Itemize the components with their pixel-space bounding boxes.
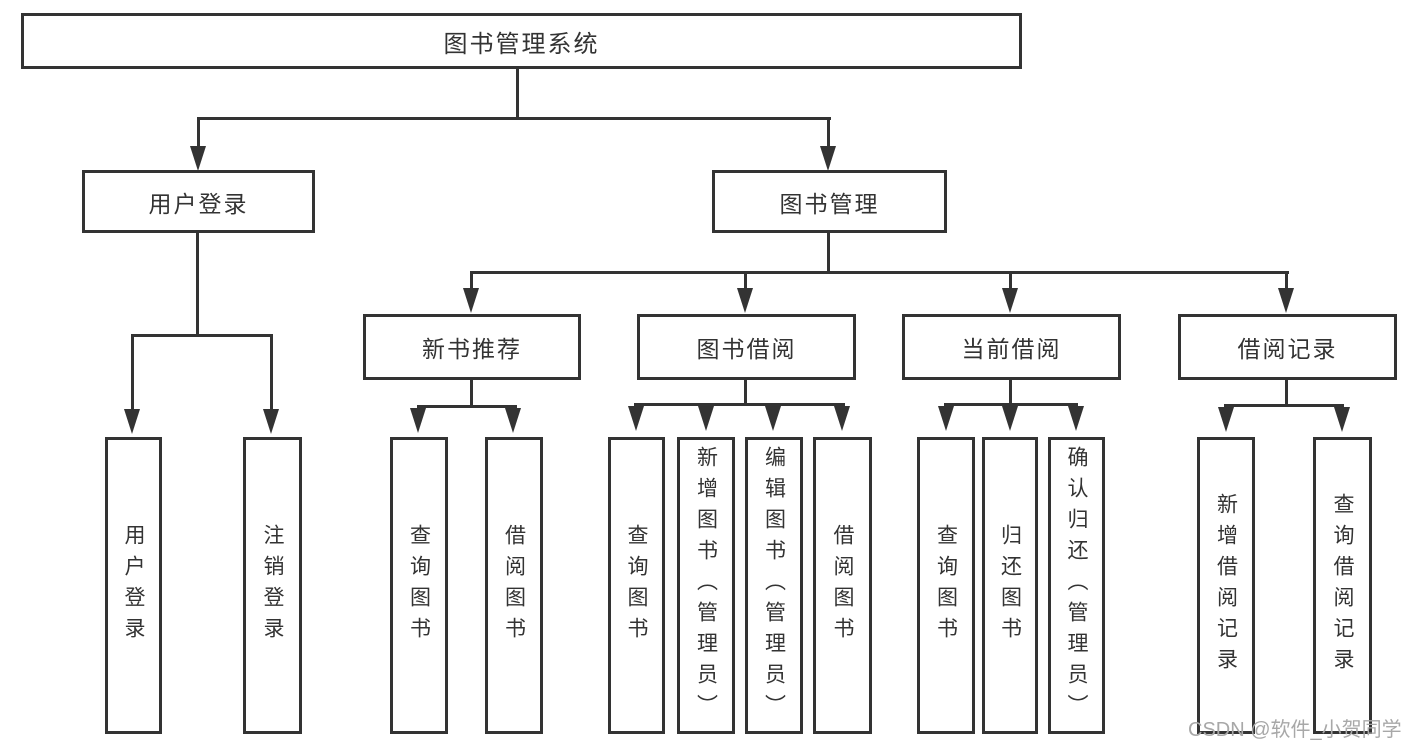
arrow-to-cur-confirm	[1068, 406, 1084, 431]
connector-recommend-stem	[470, 380, 473, 408]
arrow-to-bor-query	[628, 406, 644, 431]
leaf-borrow-add-admin-label: 新增图书（管理员）	[694, 446, 718, 725]
connector-drop-mgmt	[827, 119, 830, 148]
connector-user-drop-2	[270, 336, 273, 410]
arrow-to-bor-add	[698, 406, 714, 431]
connector-root-hbar	[197, 117, 831, 120]
node-recommend-label: 新书推荐	[422, 336, 522, 362]
arrow-to-records	[1278, 288, 1294, 313]
connector-records-stem	[1285, 380, 1288, 407]
connector-drop-user	[197, 119, 200, 148]
arrow-to-leaf-logout	[263, 409, 279, 434]
node-recommend: 新书推荐	[363, 314, 581, 380]
arrow-to-cur-query	[938, 406, 954, 431]
arrow-to-log-add	[1218, 407, 1234, 432]
arrow-to-cur-return	[1002, 406, 1018, 431]
connector-current-hbar	[944, 403, 1078, 406]
connector-recommend-hbar	[417, 405, 517, 408]
leaf-records-query-label: 查询借阅记录	[1331, 492, 1354, 679]
connector-records-hbar	[1224, 404, 1344, 407]
arrow-to-borrow	[737, 288, 753, 313]
node-records-label: 借阅记录	[1237, 336, 1338, 362]
leaf-records-query: 查询借阅记录	[1313, 437, 1372, 734]
connector-mgmt-drop-3	[1009, 273, 1012, 290]
leaf-borrow-borrow: 借阅图书	[813, 437, 872, 734]
connector-mgmt-drop-1	[470, 273, 473, 290]
leaf-recommend-query-label: 查询图书	[407, 523, 431, 648]
leaf-user-logout: 注销登录	[243, 437, 302, 734]
leaf-current-query: 查询图书	[917, 437, 975, 734]
arrow-to-rec-borrow	[505, 408, 521, 433]
csdn-watermark: CSDN @软件_小贺同学	[1188, 719, 1402, 741]
node-user-login-label: 用户登录	[148, 190, 249, 217]
leaf-current-return-label: 归还图书	[998, 523, 1022, 648]
leaf-borrow-edit-admin: 编辑图书（管理员）	[745, 437, 803, 734]
leaf-borrow-borrow-label: 借阅图书	[831, 523, 854, 648]
connector-current-stem	[1009, 380, 1012, 406]
arrow-to-bor-borrow	[834, 406, 850, 431]
connector-mgmt-drop-4	[1285, 273, 1288, 290]
arrow-to-log-query	[1334, 407, 1350, 432]
arrow-to-rec-query	[410, 408, 426, 433]
leaf-recommend-borrow-label: 借阅图书	[502, 523, 526, 648]
leaf-borrow-add-admin: 新增图书（管理员）	[677, 437, 735, 734]
arrow-to-user-login	[190, 146, 206, 171]
connector-mgmt-stem	[827, 233, 830, 274]
connector-user-drop-1	[131, 336, 134, 410]
connector-mgmt-hbar	[470, 271, 1289, 274]
connector-mgmt-drop-2	[744, 273, 747, 290]
connector-root-stem	[516, 69, 519, 119]
leaf-current-return: 归还图书	[982, 437, 1038, 734]
arrow-to-current	[1002, 288, 1018, 313]
node-root-label: 图书管理系统	[443, 30, 600, 58]
leaf-records-add-label: 新增借阅记录	[1214, 492, 1238, 679]
node-user-login: 用户登录	[82, 170, 315, 233]
node-borrow-label: 图书借阅	[696, 336, 797, 362]
node-current-label: 当前借阅	[961, 336, 1062, 362]
node-current: 当前借阅	[902, 314, 1121, 380]
connector-borrow-stem	[744, 380, 747, 406]
leaf-borrow-query: 查询图书	[608, 437, 665, 734]
arrow-to-leaf-login	[124, 409, 140, 434]
leaf-user-logout-label: 注销登录	[261, 523, 284, 648]
leaf-current-confirm-admin: 确认归还（管理员）	[1048, 437, 1105, 734]
arrow-to-recommend	[463, 288, 479, 313]
arrow-to-bor-edit	[765, 406, 781, 431]
node-root: 图书管理系统	[21, 13, 1022, 69]
node-borrow: 图书借阅	[637, 314, 856, 380]
leaf-recommend-borrow: 借阅图书	[485, 437, 543, 734]
leaf-borrow-edit-admin-label: 编辑图书（管理员）	[762, 446, 786, 725]
arrow-to-book-mgmt	[820, 146, 836, 171]
leaf-user-login-label: 用户登录	[122, 523, 145, 648]
connector-borrow-hbar	[634, 403, 845, 406]
node-records: 借阅记录	[1178, 314, 1397, 380]
node-book-mgmt-label: 图书管理	[779, 190, 880, 217]
leaf-current-query-label: 查询图书	[934, 523, 958, 648]
node-book-mgmt: 图书管理	[712, 170, 947, 233]
leaf-records-add: 新增借阅记录	[1197, 437, 1255, 734]
leaf-current-confirm-admin-label: 确认归还（管理员）	[1065, 446, 1088, 725]
leaf-recommend-query: 查询图书	[390, 437, 448, 734]
leaf-user-login: 用户登录	[105, 437, 162, 734]
connector-user-hbar	[131, 334, 273, 337]
leaf-borrow-query-label: 查询图书	[625, 523, 648, 648]
connector-user-stem	[196, 233, 199, 337]
